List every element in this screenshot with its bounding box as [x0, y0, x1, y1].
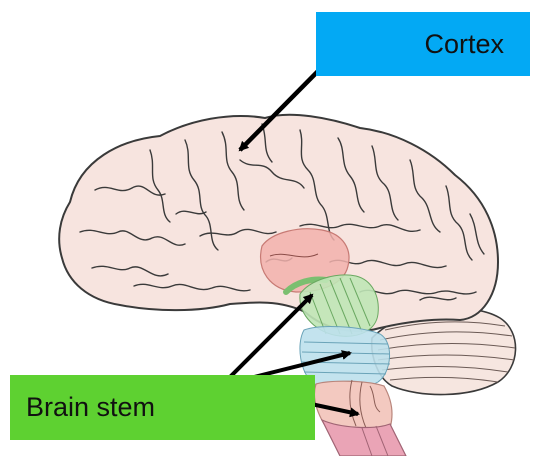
cerebral-cortex — [59, 115, 498, 331]
brain-stem-label: Brain stem — [26, 392, 155, 423]
brain-stem-arrow-midbrain — [222, 295, 312, 385]
cortex-label: Cortex — [424, 29, 504, 60]
brain-stem-label-box: Brain stem — [10, 375, 315, 440]
cortex-label-box: Cortex — [316, 12, 530, 76]
